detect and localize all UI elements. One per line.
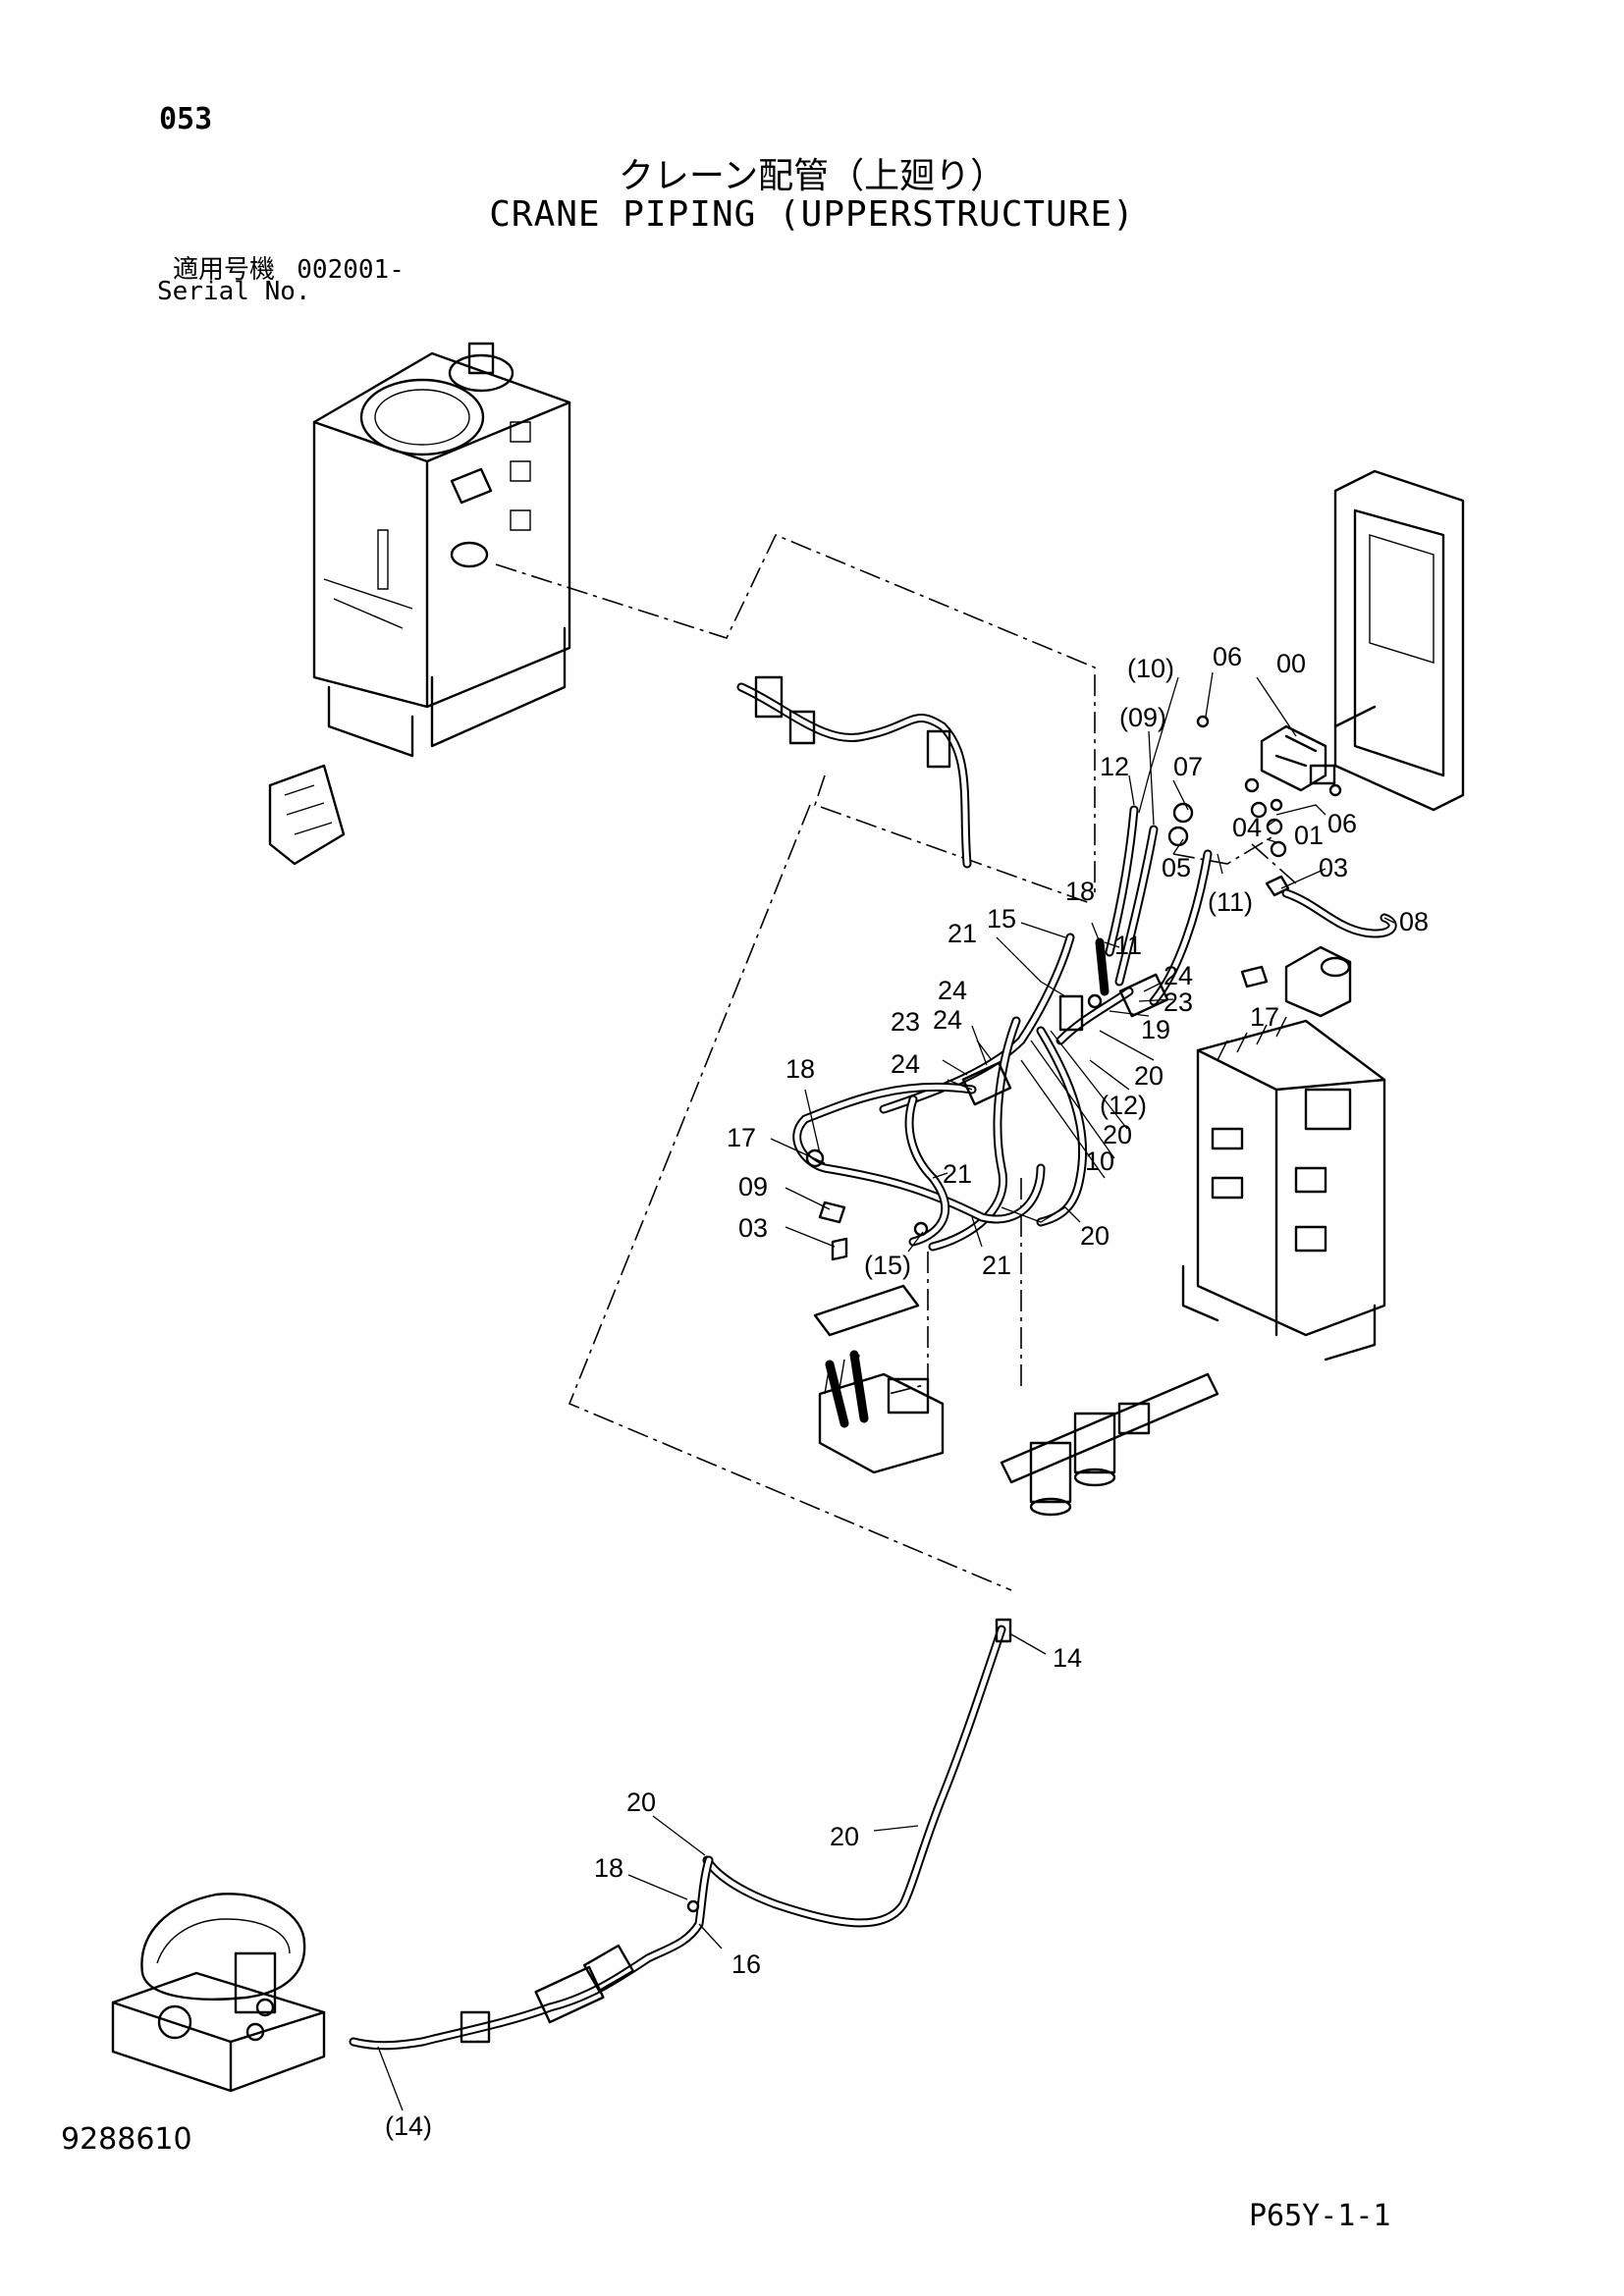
callout-09: 09 — [738, 1172, 768, 1201]
hydraulic-tank-drawing — [312, 342, 571, 758]
callout-03-b: 03 — [738, 1213, 768, 1243]
leader-lines — [377, 671, 1395, 2111]
page-title-japanese: クレーン配管（上廻り） — [618, 156, 1006, 196]
callout-10: 10 — [1085, 1147, 1114, 1176]
fitting-set-drawing — [1167, 801, 1290, 897]
callout-06: 06 — [1213, 642, 1242, 671]
callout-24-b: 24 — [938, 976, 967, 1005]
swivel-hose-drawing — [349, 1855, 714, 2051]
callout-14: 14 — [1053, 1643, 1082, 1673]
callout-21-c: 21 — [982, 1251, 1011, 1280]
callout-18-b: 18 — [785, 1054, 815, 1084]
serial-label-english: Serial No. — [157, 277, 311, 306]
phantom-connection-lines — [495, 533, 1297, 1591]
tank-suction-pipe — [736, 675, 972, 869]
callout-09-ref: (09) — [1119, 703, 1166, 732]
callout-20: 20 — [1134, 1061, 1164, 1091]
callout-20-d: 20 — [830, 1822, 859, 1851]
serial-label-japanese: 適用号機 — [173, 255, 276, 285]
lower-valve-block-drawing — [813, 1284, 945, 1474]
callout-12-ref: (12) — [1100, 1091, 1147, 1120]
callout-21-b: 21 — [943, 1159, 972, 1189]
valve-block-drawing — [1196, 715, 1342, 812]
callout-14-ref: (14) — [385, 2111, 432, 2141]
serial-value: 002001- — [297, 255, 405, 285]
callout-12: 12 — [1100, 752, 1129, 781]
callout-15-ref: (15) — [864, 1251, 911, 1280]
control-valve-group-drawing — [1181, 1016, 1386, 1362]
callout-08: 08 — [1399, 907, 1429, 936]
callout-21: 21 — [947, 919, 977, 948]
central-hose-bundle — [792, 933, 1169, 1252]
detail-bracket-drawing — [268, 764, 346, 866]
slewing-motor-drawing — [111, 1893, 326, 2093]
callout-06-b: 06 — [1327, 809, 1357, 838]
callout-20-c: 20 — [1080, 1221, 1110, 1251]
callout-24-c: 24 — [933, 1005, 962, 1035]
accumulator-drawing — [1240, 945, 1352, 1018]
callout-18-c: 18 — [594, 1853, 623, 1883]
page-code: P65Y-1-1 — [1249, 2199, 1391, 2233]
long-hose-drawing — [702, 1618, 1012, 1928]
page-number: 053 — [159, 102, 213, 136]
hose-08-drawing — [1281, 888, 1397, 938]
callout-24: 24 — [1164, 961, 1193, 990]
callout-20-e: 20 — [626, 1788, 656, 1817]
filter-assembly-drawing — [1000, 1372, 1219, 1517]
callout-03: 03 — [1319, 853, 1348, 882]
document-number: 9288610 — [61, 2122, 192, 2157]
callout-07: 07 — [1173, 752, 1203, 781]
page-title-english: CRANE PIPING (UPPERSTRUCTURE) — [489, 194, 1135, 235]
callout-18: 18 — [1065, 877, 1095, 906]
callout-23-b: 23 — [891, 1007, 920, 1037]
callout-labels: 00 06 (10) (09) 12 07 04 01 06 05 03 (11… — [385, 642, 1429, 2141]
callout-15: 15 — [987, 904, 1016, 934]
callout-17: 17 — [1250, 1002, 1279, 1032]
callout-24-d: 24 — [891, 1049, 920, 1079]
callout-17-b: 17 — [727, 1123, 756, 1152]
callout-01: 01 — [1294, 821, 1324, 850]
callout-10-ref: (10) — [1127, 654, 1174, 683]
callout-11: 11 — [1114, 931, 1142, 960]
callout-19: 19 — [1141, 1015, 1170, 1044]
callout-20-b: 20 — [1103, 1120, 1132, 1149]
callout-00: 00 — [1276, 649, 1306, 678]
serial-number-row: 適用号機 002001- — [173, 249, 405, 286]
callout-05: 05 — [1162, 853, 1191, 882]
mounting-panel-drawing — [1333, 469, 1465, 812]
callout-11-ref: (11) — [1208, 887, 1253, 917]
callout-23: 23 — [1164, 988, 1193, 1017]
callout-16: 16 — [731, 1949, 761, 1979]
callout-04: 04 — [1232, 813, 1262, 842]
